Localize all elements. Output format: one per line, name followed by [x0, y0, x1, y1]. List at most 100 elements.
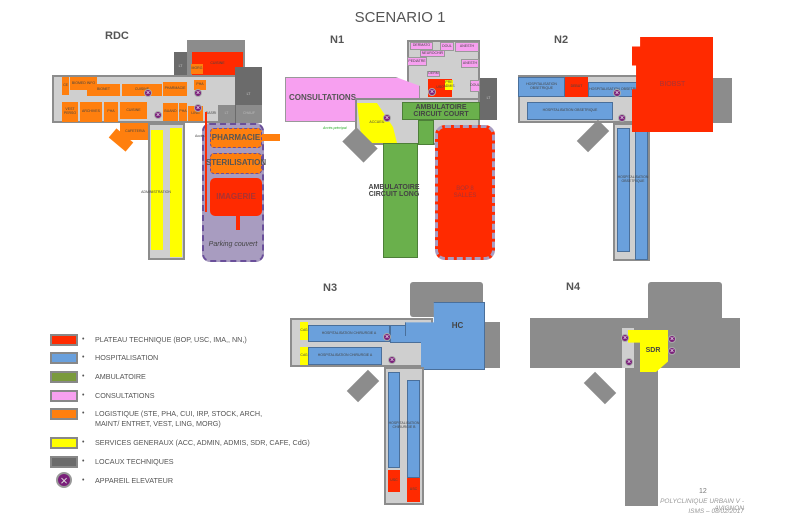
legend-label: LOGISTIQUE (STE, PHA, CUI, IRP, STOCK, A… — [95, 409, 263, 428]
elevator-icon: × — [383, 333, 391, 341]
room-hospitalisation-obstetrique: HOSPITALISATION OBSETRIQUE — [527, 102, 613, 120]
room-anesth-2: ANESTH — [461, 59, 479, 68]
room-pharmacie-small: PHARMACIE — [163, 82, 187, 96]
room-lt: LT — [480, 78, 497, 120]
access-path — [205, 112, 207, 212]
elevator-icon: × — [194, 89, 202, 97]
legend-swatch-hospitalisation — [50, 352, 78, 364]
arrow-imagerie — [236, 216, 240, 230]
room-cafeteria: CAFETERIA — [120, 123, 150, 140]
elevator-icon: × — [388, 356, 396, 364]
room-bionet: BIONET — [87, 84, 120, 96]
room-hospitalisation-chirurgie-b — [407, 380, 420, 478]
level-label-n3: N3 — [323, 282, 338, 294]
room-administration: ADMINISTRATION — [141, 128, 182, 257]
legend-bullet: • — [82, 458, 85, 465]
sdr-label: SDR — [645, 347, 661, 355]
page-number: 12 — [699, 488, 707, 495]
room-ce: CE — [62, 77, 69, 95]
technical-block — [485, 322, 500, 368]
hospitalisation-wing-label: HOSPITALISATION OBSETRIQUE — [617, 175, 649, 183]
legend-swatch-ambulatoire — [50, 371, 78, 383]
legend-label: SERVICES GENERAUX (ACC, ADMIN, ADMIS, SD… — [95, 438, 310, 447]
ambulatoire-link — [418, 120, 434, 145]
room-doul: DOUL — [440, 42, 454, 51]
room-biobst: BIOBST — [632, 37, 713, 132]
legend-bullet: • — [82, 354, 85, 361]
room-pharmacie: PHARMACIE — [210, 128, 262, 148]
technical-block — [648, 282, 722, 324]
room-plateau: USC — [388, 470, 400, 492]
technical-block — [346, 369, 380, 403]
legend-bullet: • — [82, 477, 85, 484]
room-cdg: CdG — [300, 322, 308, 340]
room-derm: DERM — [427, 71, 440, 77]
level-label-n4: N4 — [566, 281, 581, 293]
room-lt1: LT — [174, 52, 187, 82]
room-chauf: CHAUF — [236, 105, 262, 123]
legend-label: CONSULTATIONS — [95, 391, 155, 400]
technical-block — [583, 371, 617, 405]
legend-swatch-locaux-techniques — [50, 456, 78, 468]
room-admin-left — [151, 130, 163, 250]
room-pha-2: PHA — [179, 103, 187, 121]
room-sterilisation: STERILISATION — [206, 153, 266, 174]
chirurgie-b-label: HOSPITALISATION CHIRURGIE B — [388, 421, 420, 429]
parking-label: Parking couvert — [208, 241, 258, 249]
room-vest-perso: VEST PERSO — [62, 102, 78, 122]
elevator-icon: × — [618, 114, 626, 122]
room-pre-admis: PRE ADMIS — [443, 80, 455, 90]
elevator-icon: × — [668, 335, 676, 343]
room-ambulatoire-circuit-long — [383, 143, 418, 258]
legend-label: APPAREIL ELEVATEUR — [95, 476, 174, 485]
legend-bullet: • — [82, 392, 85, 399]
room-cuisine-2: CUISINE — [120, 102, 147, 119]
elevator-icon: × — [668, 347, 676, 355]
legend-bullet: • — [82, 439, 85, 446]
level-label-n1: N1 — [330, 34, 345, 46]
legend-bullet: • — [82, 410, 85, 417]
room-imagerie: IMAGERIE — [210, 178, 262, 216]
elevator-icon: × — [56, 472, 72, 488]
room-dermato: DERMATO — [410, 42, 433, 50]
room-debut: DEBUT — [565, 77, 588, 97]
elevator-icon: × — [194, 104, 202, 112]
room-hospitalisation-chirurgie-b — [388, 372, 400, 468]
access-label: Accès — [195, 134, 205, 138]
legend-bullet: • — [82, 336, 85, 343]
main-access-label: Accès principal — [323, 126, 347, 130]
footer-ref: ISMS – 08/02/2017 — [688, 508, 744, 515]
level-label-n2: N2 — [554, 34, 569, 46]
room-cuisine-top: CUISINE — [192, 52, 243, 75]
legend-swatch-plateau — [50, 334, 78, 346]
administration-label: ADMINISTRATION — [141, 189, 171, 194]
technical-block — [625, 366, 658, 506]
technical-block — [713, 78, 732, 123]
room-morg: MORG — [191, 64, 203, 74]
room-ambulatoire-circuit-court: AMBULATOIRE CIRCUIT COURT — [402, 102, 480, 120]
consultations-label: CONSULTATIONS — [288, 93, 357, 103]
technical-block — [530, 318, 740, 368]
legend-swatch-services-generaux — [50, 437, 78, 449]
elevator-icon: × — [383, 114, 391, 122]
elevator-icon: × — [613, 89, 621, 97]
room-hospitalisation-chirurgie-a: HOSPITALISATION CHIRURGIE A — [308, 325, 390, 342]
ambulatoire-long-label: AMBULATOIRE CIRCUIT LONG — [368, 183, 420, 198]
room-plateau: USC — [407, 478, 420, 502]
legend-label: PLATEAU TECHNIQUE (BOP, USC, IMA,, NN,) — [95, 335, 247, 344]
legend-label: HOSPITALISATION — [95, 353, 159, 362]
room-cuisine-1: CUISINE — [122, 84, 162, 96]
room-cdg: CdG — [300, 347, 308, 365]
room-dasri: DASRI — [205, 111, 217, 116]
footer-org: POLYCLINIQUE URBAIN V - AVIGNON — [660, 498, 744, 512]
arrow-pharmacie — [262, 134, 280, 141]
room-pha-top: PHA — [194, 80, 206, 90]
room-doul-2: DOUL — [470, 80, 480, 92]
technical-block — [576, 119, 610, 153]
elevator-icon: × — [621, 334, 629, 342]
room-pha-1: PHA — [104, 102, 118, 122]
room-anesth: ANESTH — [455, 42, 479, 52]
room-hospitalisation-chirurgie-a: HOSPITALISATION CHIRURGIE A — [308, 347, 382, 365]
page-title: SCENARIO 1 — [354, 9, 446, 27]
room-hospitalisation-obstetrique: HOSPITALISATION OBSETRIQUE — [518, 77, 565, 97]
